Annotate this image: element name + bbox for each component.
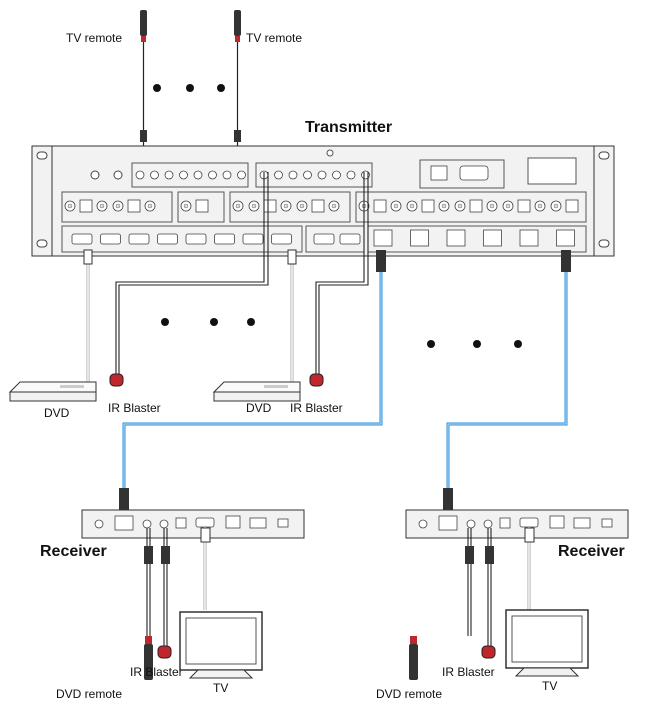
audio-jack-center [489,203,495,209]
audio-jack-center [251,203,257,209]
terminal-block [517,199,531,213]
hdbaset-port [519,229,539,247]
receiver-device-2 [405,509,629,539]
ir-out-jack [274,170,283,180]
hdbaset-port [446,229,466,247]
hdmi-input-port [157,233,178,245]
ir-blaster-1 [109,373,124,387]
hdbaset-port [410,229,429,247]
audio-jack-center [115,203,121,209]
receiver-label-1: Receiver [40,543,107,560]
ir-blaster-4 [481,645,496,659]
ir-blaster-2 [309,373,324,387]
tv-1 [179,611,263,679]
ir-in-jack [150,170,159,180]
audio-jack-center [99,203,105,209]
dvd-player-1 [8,381,97,402]
hdmi-output-port [313,233,335,245]
audio-jack-center [331,203,337,209]
audio-jack-center [537,203,543,209]
audio-jack-center [553,203,559,209]
hdmi-input-port [71,233,93,245]
dvd-player-2 [212,381,301,402]
terminal-block [565,199,579,213]
audio-jack-center [147,203,153,209]
dvd-remote-2 [409,636,418,680]
ir-in-jack [179,170,188,180]
tv-label-2: TV [542,679,557,693]
audio-jack-center [299,203,305,209]
dvd-remote-label-1: DVD remote [56,687,122,701]
hdbaset-cable-receiver-2 [443,250,571,510]
dvd-label-2: DVD [246,401,272,415]
terminal-block [195,199,209,213]
audio-jack-center [235,203,241,209]
tv-remote-2 [234,10,241,150]
ir-in-jack [164,170,174,180]
hdmi-cable-dvd-2 [287,249,297,384]
ir-in-jack [193,170,203,180]
audio-jack-center [505,203,511,209]
audio-jack-center [283,203,289,209]
hdmi-cable-dvd-1 [83,249,93,384]
terminal-block [79,199,93,213]
ir-blaster-label-3: IR Blaster [130,665,183,679]
dvd-remote-label-2: DVD remote [376,687,442,701]
terminal-block [263,199,277,213]
receiver-device-1 [81,509,305,539]
ellipsis-dots-middle [161,318,255,326]
ir-out-jack [303,170,312,180]
terminal-block [469,199,483,213]
hdmi-input-port [271,233,292,245]
audio-jack-center [457,203,463,209]
receiver-2-cables [465,527,535,646]
audio-jack-center [441,203,447,209]
audio-jack-center [183,203,189,209]
ir-in-jack [135,170,145,180]
hdmi-input-port [214,233,235,245]
hdmi-input-port [185,233,207,245]
hdbaset-port [556,229,575,247]
terminal-block [311,199,325,213]
hdbaset-port [483,229,502,247]
ir-out-jack [346,170,356,180]
ir-cable-blaster-1 [115,172,269,374]
audio-jack-center [393,203,399,209]
transmitter-label: Transmitter [305,119,392,136]
ir-blaster-label-1: IR Blaster [108,401,161,415]
ir-cable-blaster-2 [315,172,369,374]
tv-remote-label-1: TV remote [66,31,122,45]
hdmi-input-port [128,233,150,245]
ellipsis-dots-right [427,340,522,348]
ir-in-jack [237,170,246,180]
hdmi-input-port [242,233,264,245]
ellipsis-dots-top [153,84,225,92]
hdbaset-port [373,229,393,247]
ir-blaster-label-4: IR Blaster [442,665,495,679]
terminal-block [373,199,387,213]
tv-label-1: TV [213,681,228,695]
receiver-1-cables [144,527,211,646]
tv-remote-1 [140,10,147,150]
ir-in-jack [222,170,232,180]
dvd-label-1: DVD [44,406,70,420]
hdmi-input-port [100,233,121,245]
terminal-block [127,199,141,213]
tv-remote-label-2: TV remote [246,31,302,45]
ir-in-jack [208,170,217,180]
ir-blaster-label-2: IR Blaster [290,401,343,415]
tv-2 [505,609,589,677]
ir-out-jack [332,170,341,180]
terminal-block [421,199,435,213]
hdmi-output-port [339,233,361,245]
ir-out-jack [317,170,327,180]
audio-jack-center [67,203,73,209]
audio-jack-center [409,203,415,209]
ir-blaster-3 [157,645,172,659]
dvd-remote-1 [144,636,153,680]
ir-out-jack [288,170,298,180]
hdbaset-cable-receiver-1 [119,250,386,510]
receiver-label-2: Receiver [558,543,625,560]
